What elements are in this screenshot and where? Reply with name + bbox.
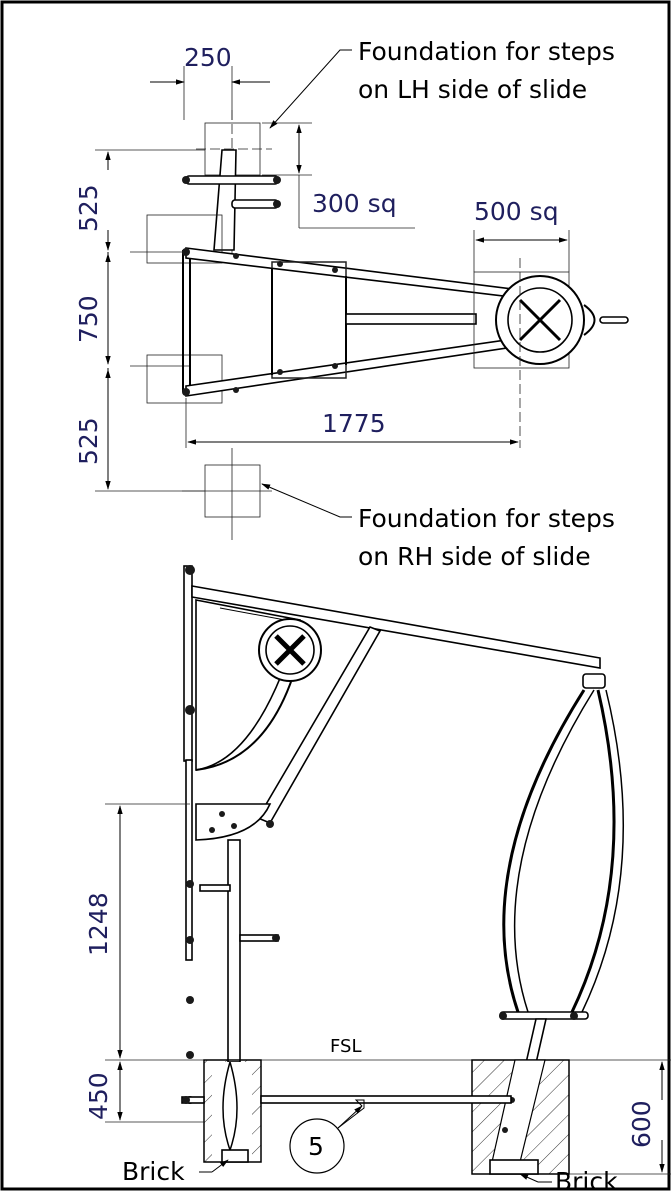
tie-bar	[260, 1095, 512, 1104]
note-rh-line1: Foundation for steps	[358, 504, 615, 533]
side-elevation: 1248 FSL 450 600 5	[84, 565, 671, 1196]
note-lh-line1: Foundation for steps	[358, 37, 615, 66]
dim-lower-left: 525	[74, 417, 103, 465]
right-brick	[489, 1159, 539, 1175]
dim-top-square: 300 sq	[312, 189, 397, 218]
dim-foundation-depth: 450	[84, 1072, 113, 1120]
plan-pad-upper	[146, 214, 223, 264]
dim-top-width: 250	[184, 43, 232, 72]
label-brick-left: Brick	[122, 1157, 185, 1186]
dim-top-left-upper: 525	[74, 184, 103, 232]
note-lh-line2: on LH side of slide	[358, 75, 587, 104]
dim-length: 1775	[322, 409, 386, 438]
plan-pad-lower	[146, 354, 223, 404]
item-number: 5	[308, 1132, 324, 1161]
label-fsl: FSL	[330, 1036, 362, 1057]
dim-right-square: 500 sq	[474, 197, 559, 226]
label-brick-right: Brick	[555, 1167, 618, 1191]
left-brick	[221, 1149, 249, 1163]
item-balloon	[289, 1118, 345, 1174]
note-rh-line2: on RH side of slide	[358, 542, 591, 571]
dim-right-depth: 600	[627, 1100, 656, 1148]
plan-view: 250 300 sq Foundation for steps on LH si…	[74, 37, 629, 571]
dim-middle-height: 750	[74, 295, 103, 343]
dim-side-height: 1248	[84, 892, 113, 956]
